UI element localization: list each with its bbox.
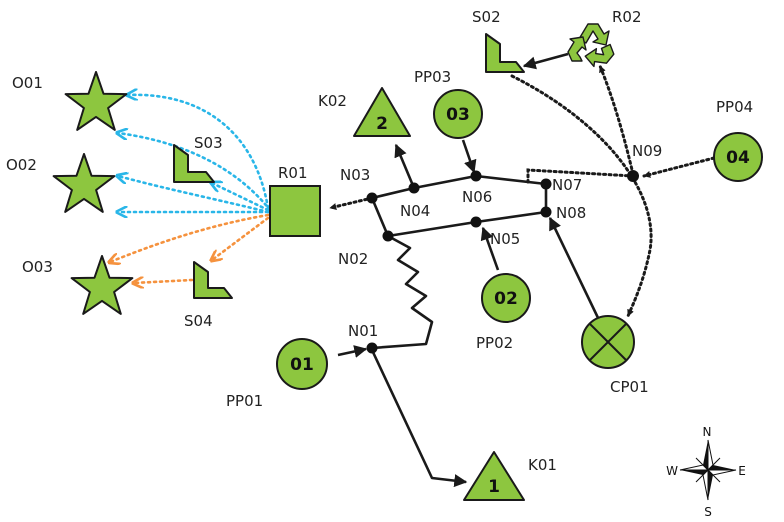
label-o02: O02 <box>6 156 37 174</box>
node-n09[interactable] <box>627 170 639 182</box>
circle-pp04[interactable] <box>713 132 763 182</box>
label-n09: N09 <box>632 142 662 160</box>
flow-s04-o03 <box>134 280 194 283</box>
lshape-s04[interactable] <box>193 261 233 299</box>
circle-pp02[interactable] <box>481 273 531 323</box>
label-n04: N04 <box>400 202 430 220</box>
link-cp01-n08 <box>548 216 602 323</box>
label-n05: N05 <box>490 230 520 248</box>
label-r02: R02 <box>612 8 642 26</box>
flow-r01-o02 <box>118 176 270 214</box>
link-n03-n07 <box>371 174 547 200</box>
node-n02[interactable] <box>382 230 394 242</box>
star-o03[interactable] <box>70 255 134 315</box>
flow-s02-cp01 <box>510 74 653 318</box>
flow-r01-s03 <box>212 183 270 212</box>
node-n05[interactable] <box>470 216 482 228</box>
circle-pp01-number: 01 <box>290 355 314 375</box>
link-r02-s02 <box>522 52 569 70</box>
orange-flows <box>110 213 270 283</box>
outlets <box>52 71 134 315</box>
labels: O01 O02 O03 S03 S04 R01 K02 PP03 S02 R02… <box>6 8 753 474</box>
label-r01: R01 <box>278 164 308 182</box>
compass-w: W <box>666 464 678 478</box>
flow-n03-r01 <box>328 196 374 210</box>
circle-pp02-number: 02 <box>494 289 518 309</box>
compass-e: E <box>738 464 746 478</box>
triangle-k01[interactable] <box>463 451 525 501</box>
cross-circle-icon[interactable] <box>581 315 635 369</box>
label-s04: S04 <box>184 312 213 330</box>
compass-rose-icon: N S E W <box>666 425 746 519</box>
label-pp03: PP03 <box>414 68 451 86</box>
dotted-flows <box>328 64 716 318</box>
recycle-icon[interactable] <box>567 23 615 69</box>
label-pp01: PP01 <box>226 392 263 410</box>
node-n04[interactable] <box>408 182 420 194</box>
label-s02: S02 <box>472 8 501 26</box>
link-n04-k02 <box>394 143 416 189</box>
link-n02-n01-zigzag <box>371 234 434 350</box>
node-n06[interactable] <box>470 170 482 182</box>
compass-s: S <box>704 505 712 519</box>
label-n08: N08 <box>556 204 586 222</box>
lshape-s02[interactable] <box>485 33 525 73</box>
flow-pp04-n09 <box>642 156 716 178</box>
pump-circles: 03 04 02 01 <box>276 89 763 390</box>
flow-r01-o01b <box>118 133 272 212</box>
star-o01[interactable] <box>64 71 128 131</box>
circle-pp03[interactable] <box>433 89 483 139</box>
blue-flows <box>118 95 272 214</box>
triangle-k01-number: 1 <box>488 477 500 497</box>
label-s03: S03 <box>194 134 223 152</box>
label-n06: N06 <box>462 188 492 206</box>
flow-r01-s04 <box>212 216 270 260</box>
node-n08[interactable] <box>540 206 552 218</box>
label-cp01: CP01 <box>610 378 649 396</box>
flow-r01-o01 <box>128 95 270 210</box>
link-n03-n02 <box>370 197 390 237</box>
compass-n: N <box>703 425 712 439</box>
label-k02: K02 <box>318 92 347 110</box>
circle-pp01[interactable] <box>276 338 328 390</box>
flow-n09-r02 <box>598 64 635 176</box>
triangle-k02-number: 2 <box>376 114 388 134</box>
star-o02[interactable] <box>52 153 116 213</box>
label-n07: N07 <box>552 176 582 194</box>
flow-n09-line <box>526 168 635 184</box>
node-n01[interactable] <box>366 342 378 354</box>
label-n01: N01 <box>348 322 378 340</box>
label-k01: K01 <box>528 456 557 474</box>
node-n03[interactable] <box>366 192 378 204</box>
label-n03: N03 <box>340 166 370 184</box>
triangle-k02[interactable] <box>353 87 411 137</box>
lshape-s03[interactable] <box>173 144 215 183</box>
label-o01: O01 <box>12 74 43 92</box>
circle-pp04-number: 04 <box>726 148 750 168</box>
triangles: 2 1 <box>353 87 525 501</box>
link-pp03-n06 <box>461 139 477 174</box>
reservoir-r01[interactable] <box>269 185 321 237</box>
l-shapes <box>173 33 525 299</box>
label-o03: O03 <box>22 258 53 276</box>
link-pp02-n05 <box>480 226 500 271</box>
label-pp04: PP04 <box>716 98 753 116</box>
flow-r01-o03 <box>110 213 270 262</box>
junction-nodes <box>366 170 639 354</box>
label-pp02: PP02 <box>476 334 513 352</box>
link-n01-k01 <box>370 349 468 488</box>
circle-pp03-number: 03 <box>446 105 470 125</box>
label-n02: N02 <box>338 250 368 268</box>
node-n07[interactable] <box>540 178 552 190</box>
link-pp01-n01 <box>337 345 368 358</box>
